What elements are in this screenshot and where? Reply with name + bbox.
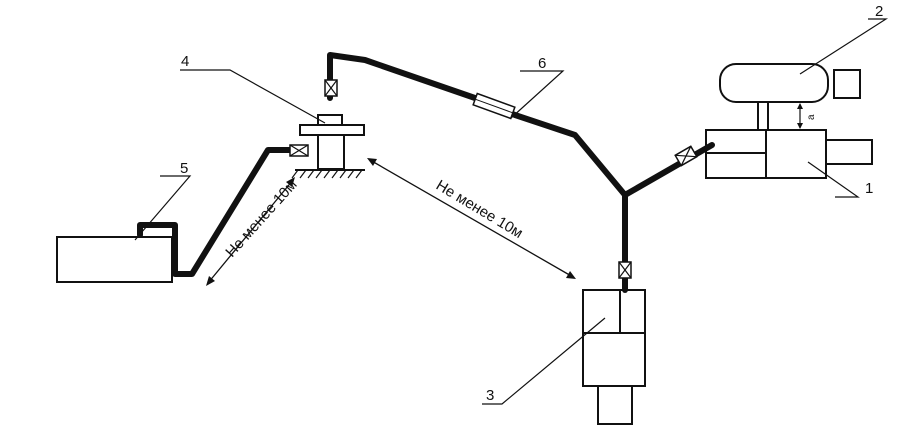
valve-right <box>674 145 698 167</box>
valve-left <box>289 144 309 157</box>
pump-unit-1 <box>705 129 873 179</box>
label-4: 4 <box>181 53 189 70</box>
label-5: 5 <box>180 160 188 177</box>
unit-3 <box>582 289 646 425</box>
distance-arrow-left <box>206 177 295 286</box>
distance-label-right: Не менее 10м <box>433 177 526 242</box>
tank-5 <box>56 236 173 283</box>
distance-arrow-right <box>367 158 576 279</box>
pipeline <box>137 52 715 293</box>
label-6: 6 <box>538 55 546 72</box>
label-1: 1 <box>865 180 873 197</box>
hose-coupling-6 <box>472 92 516 120</box>
label-3: 3 <box>486 387 494 404</box>
leader-lines <box>134 18 889 405</box>
label-2: 2 <box>875 3 883 20</box>
wellhead-4 <box>291 114 365 179</box>
gap-label: a <box>806 114 817 120</box>
valve-bottom <box>618 261 632 279</box>
distance-label-left: Не менее 10м <box>222 176 300 260</box>
gap-dimension: a <box>797 103 817 129</box>
valve-top <box>324 79 338 97</box>
engine-unit-2 <box>719 63 861 131</box>
